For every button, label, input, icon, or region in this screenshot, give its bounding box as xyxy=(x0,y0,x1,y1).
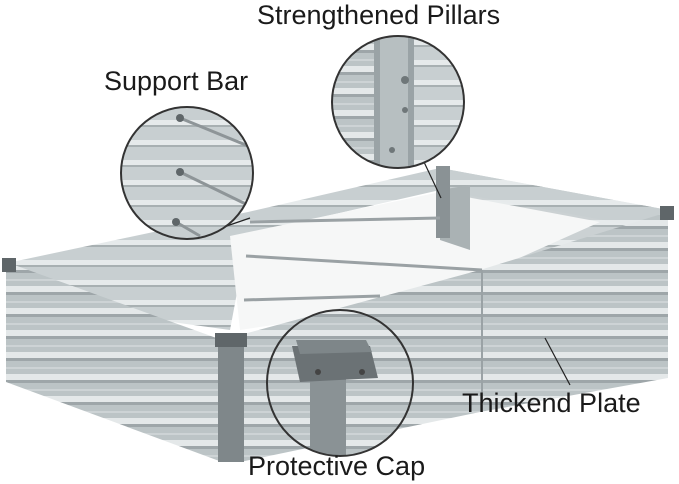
support-bar-2 xyxy=(243,294,381,302)
right-corner-cap xyxy=(660,206,674,220)
protective-cap-label: Protective Cap xyxy=(248,451,426,481)
pointer-plate xyxy=(544,337,571,386)
bed-interior xyxy=(230,192,600,330)
back-corner-post xyxy=(436,166,450,238)
front-corner-post xyxy=(218,338,244,462)
support-bar-label: Support Bar xyxy=(104,66,249,96)
support-bar-3 xyxy=(249,216,441,224)
strengthened-pillars-label: Strengthened Pillars xyxy=(257,0,501,30)
pointer-pillars xyxy=(423,161,442,199)
left-corner-cap xyxy=(2,258,16,272)
protective-cap-magnifier xyxy=(266,309,414,457)
front-short-wall xyxy=(6,262,222,462)
front-corner-cap xyxy=(215,333,247,347)
thickend-plate-label: Thickend Plate xyxy=(462,388,641,418)
support-bar-magnifier xyxy=(120,106,254,240)
pillars-magnifier xyxy=(331,35,465,169)
support-bar-1 xyxy=(245,254,483,272)
